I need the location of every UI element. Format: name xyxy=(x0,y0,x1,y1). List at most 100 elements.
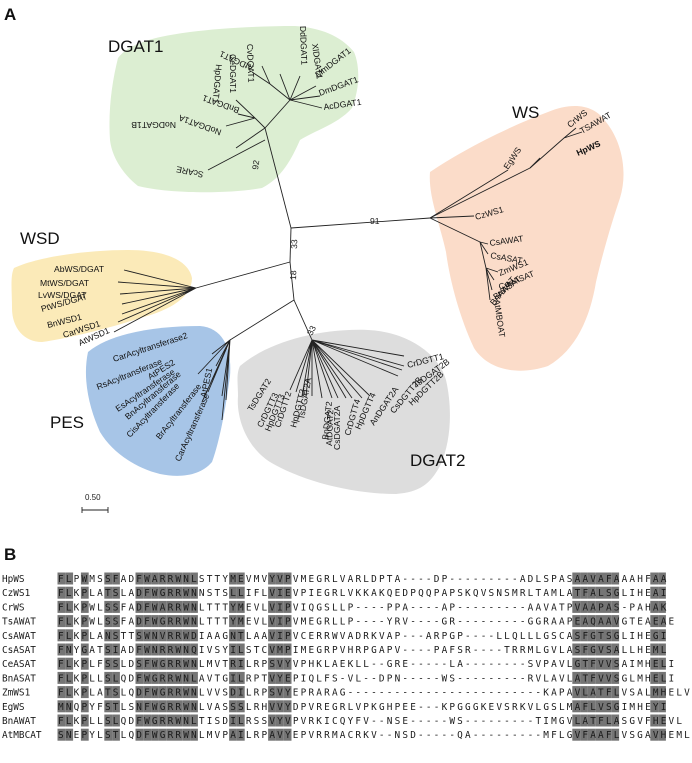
conserved-residue-shade xyxy=(65,572,74,585)
conserved-residue-shade xyxy=(151,600,159,613)
conserved-residue-shade xyxy=(603,700,612,713)
scale-bar-label: 0.50 xyxy=(85,493,101,502)
conserved-residue-shade xyxy=(603,643,612,656)
conserved-residue-shade xyxy=(580,600,588,613)
conserved-residue-shade xyxy=(268,671,276,684)
conserved-residue-shade xyxy=(135,600,144,613)
sequence-residues: FLKPLANSTTSWNVRRWDIAAGNTLAAVIPVCERRWVADR… xyxy=(58,631,666,642)
conserved-residue-shade xyxy=(229,572,237,585)
conserved-residue-shade xyxy=(182,728,191,741)
conserved-residue-shade xyxy=(104,657,113,670)
conserved-residue-shade xyxy=(166,615,175,628)
conserved-residue-shade xyxy=(166,700,175,713)
conserved-residue-shade xyxy=(80,671,89,684)
conserved-residue-shade xyxy=(112,714,120,727)
conserved-residue-shade xyxy=(587,700,596,713)
conserved-residue-shade xyxy=(143,586,152,599)
conserved-residue-shade xyxy=(650,686,659,699)
conserved-residue-shade xyxy=(190,643,198,656)
conserved-residue-shade xyxy=(595,615,604,628)
conserved-residue-shade xyxy=(572,714,581,727)
conserved-residue-shade xyxy=(151,657,159,670)
conserved-residue-shade xyxy=(603,671,612,684)
conserved-residue-shade xyxy=(174,586,183,599)
conserved-residue-shade xyxy=(174,686,183,699)
conserved-residue-shade xyxy=(182,714,191,727)
conserved-residue-shade xyxy=(611,700,620,713)
conserved-residue-shade xyxy=(174,700,183,713)
conserved-residue-shade xyxy=(143,600,152,613)
conserved-residue-shade xyxy=(174,728,183,741)
conserved-residue-shade xyxy=(283,686,292,699)
conserved-residue-shade xyxy=(603,728,612,741)
conserved-residue-shade xyxy=(650,657,659,670)
conserved-residue-shade xyxy=(190,600,198,613)
conserved-residue-shade xyxy=(143,671,152,684)
conserved-residue-shade xyxy=(151,700,159,713)
conserved-residue-shade xyxy=(57,643,66,656)
conserved-residue-shade xyxy=(229,600,237,613)
conserved-residue-shade xyxy=(158,686,167,699)
conserved-residue-shade xyxy=(57,714,66,727)
bootstrap-value: 91 xyxy=(370,216,380,226)
conserved-residue-shade xyxy=(650,728,659,741)
conserved-residue-shade xyxy=(595,586,604,599)
conserved-residue-shade xyxy=(166,671,175,684)
conserved-residue-shade xyxy=(236,572,245,585)
conserved-residue-shade xyxy=(174,643,183,656)
conserved-residue-shade xyxy=(57,600,66,613)
conserved-residue-shade xyxy=(236,615,245,628)
conserved-residue-shade xyxy=(182,600,191,613)
conserved-residue-shade xyxy=(580,728,588,741)
conserved-residue-shade xyxy=(57,629,66,642)
conserved-residue-shade xyxy=(572,671,581,684)
conserved-residue-shade xyxy=(658,686,666,699)
conserved-residue-shade xyxy=(104,671,113,684)
conserved-residue-shade xyxy=(658,572,666,585)
sequence-residues: FLKPWLSSFADFWARRWNLTTTYMEVLVIPVIQGSLLP--… xyxy=(58,602,667,613)
conserved-residue-shade xyxy=(587,671,596,684)
dgat2-group-region xyxy=(237,329,450,494)
conserved-residue-shade xyxy=(595,728,604,741)
conserved-residue-shade xyxy=(182,586,191,599)
conserved-residue-shade xyxy=(135,572,144,585)
conserved-residue-shade xyxy=(57,657,66,670)
conserved-residue-shade xyxy=(611,572,620,585)
conserved-residue-shade xyxy=(143,629,152,642)
conserved-residue-shade xyxy=(190,657,198,670)
conserved-residue-shade xyxy=(268,728,276,741)
conserved-residue-shade xyxy=(158,600,167,613)
conserved-residue-shade xyxy=(190,629,198,642)
conserved-residue-shade xyxy=(611,714,620,727)
conserved-residue-shade xyxy=(650,615,659,628)
conserved-residue-shade xyxy=(166,714,175,727)
alignment-conserved-shading xyxy=(57,572,666,741)
sequence-residues: FLKPLLSLQDFWGRRWNLTISDILRSSVYVPVRKICQYFV… xyxy=(58,716,682,727)
conserved-residue-shade xyxy=(283,629,292,642)
conserved-residue-shade xyxy=(112,600,120,613)
conserved-residue-shade xyxy=(151,714,159,727)
conserved-residue-shade xyxy=(190,700,198,713)
sequence-residues: FLKPWLSSFADFWGRRWNLTTTYMEVLVIPVMEGRLLP--… xyxy=(58,617,675,628)
conserved-residue-shade xyxy=(580,657,588,670)
conserved-residue-shade xyxy=(143,714,152,727)
sequence-name: EgWS xyxy=(2,702,25,713)
conserved-residue-shade xyxy=(572,600,581,613)
conserved-residue-shade xyxy=(603,586,612,599)
conserved-residue-shade xyxy=(80,728,89,741)
conserved-residue-shade xyxy=(229,657,237,670)
conserved-residue-shade xyxy=(275,700,284,713)
conserved-residue-shade xyxy=(611,629,620,642)
conserved-residue-shade xyxy=(603,600,612,613)
sequence-name: CsAWAT xyxy=(2,631,36,642)
conserved-residue-shade xyxy=(112,657,120,670)
sequence-name: AtMBCAT xyxy=(2,730,42,741)
conserved-residue-shade xyxy=(283,600,292,613)
conserved-residue-shade xyxy=(166,657,175,670)
dgat1-group-label: DGAT1 xyxy=(108,37,163,56)
conserved-residue-shade xyxy=(57,700,66,713)
conserved-residue-shade xyxy=(135,643,144,656)
conserved-residue-shade xyxy=(65,643,74,656)
conserved-residue-shade xyxy=(151,615,159,628)
conserved-residue-shade xyxy=(65,714,74,727)
